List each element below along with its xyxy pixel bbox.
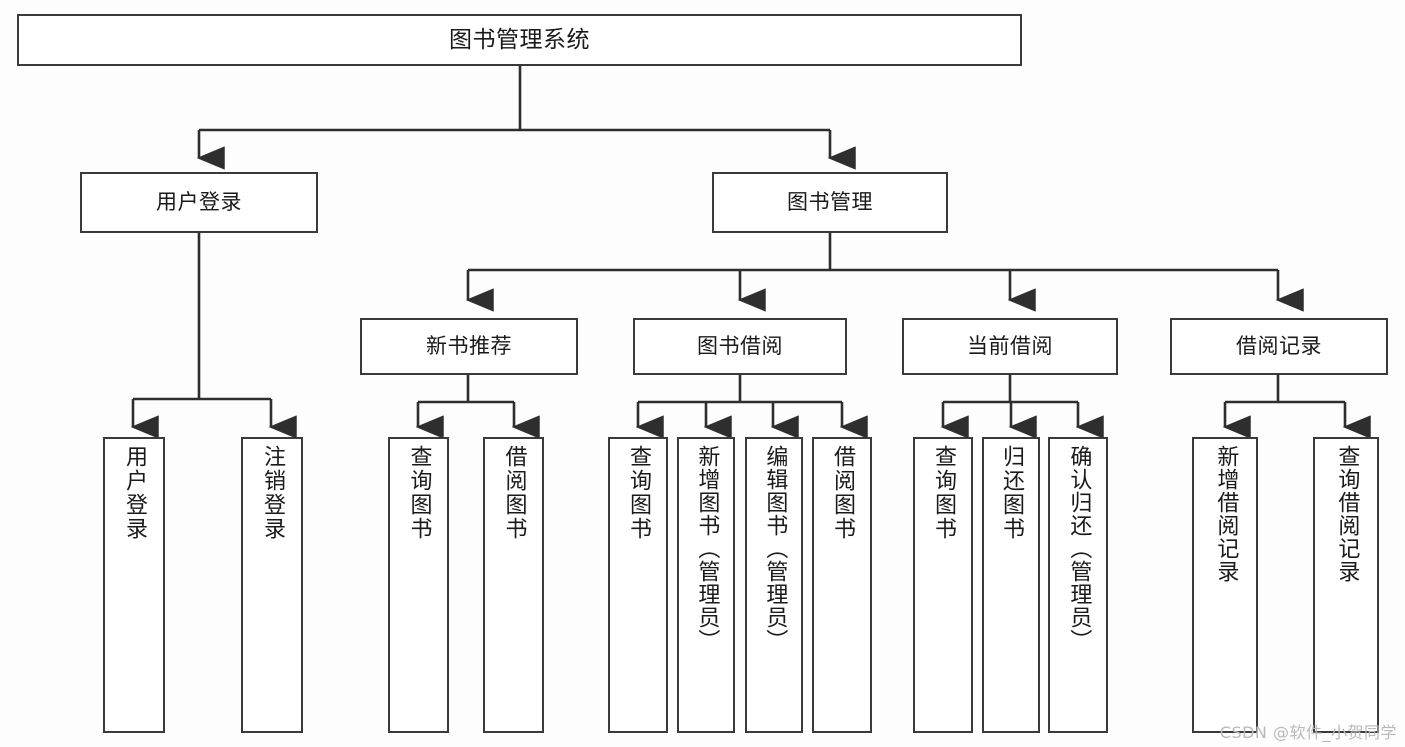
- node-label: 查询借阅记录: [1334, 445, 1360, 583]
- node-label: 查询图书: [625, 445, 651, 541]
- node-label: 新增借阅记录: [1213, 445, 1239, 583]
- leaf-return-book[interactable]: 归还图书: [982, 437, 1040, 733]
- watermark-text: CSDN @软件_小贺同学: [1219, 723, 1397, 742]
- node-label: 确认归还（管理员）: [1066, 445, 1092, 652]
- node-new-book-recommend[interactable]: 新书推荐: [360, 318, 578, 375]
- node-label: 归还图书: [998, 445, 1024, 541]
- node-label: 新书推荐: [426, 334, 512, 359]
- node-book-borrow[interactable]: 图书借阅: [633, 318, 847, 375]
- leaf-edit-book-admin[interactable]: 编辑图书（管理员）: [745, 437, 803, 733]
- leaf-query-book-borrow[interactable]: 查询图书: [608, 437, 668, 733]
- leaf-query-book-recommend[interactable]: 查询图书: [388, 437, 449, 733]
- leaf-borrow-book-recommend[interactable]: 借阅图书: [483, 437, 544, 733]
- node-current-borrow[interactable]: 当前借阅: [902, 318, 1118, 375]
- node-root-book-management-system[interactable]: 图书管理系统: [17, 14, 1022, 66]
- node-borrow-record[interactable]: 借阅记录: [1170, 318, 1388, 375]
- node-label: 查询图书: [930, 445, 956, 541]
- leaf-user-logout[interactable]: 注销登录: [241, 437, 303, 733]
- node-book-management[interactable]: 图书管理: [712, 172, 948, 233]
- leaf-confirm-return-admin[interactable]: 确认归还（管理员）: [1048, 437, 1108, 733]
- node-label: 图书管理: [787, 190, 873, 215]
- node-label: 当前借阅: [967, 334, 1053, 359]
- node-label: 图书借阅: [697, 334, 783, 359]
- node-user-login[interactable]: 用户登录: [80, 172, 318, 233]
- node-label: 注销登录: [259, 445, 285, 541]
- leaf-user-login[interactable]: 用户登录: [103, 437, 165, 733]
- leaf-query-borrow-record[interactable]: 查询借阅记录: [1313, 437, 1379, 733]
- leaf-add-book-admin[interactable]: 新增图书（管理员）: [677, 437, 735, 733]
- node-label: 图书管理系统: [449, 26, 590, 53]
- leaf-query-book-current[interactable]: 查询图书: [913, 437, 973, 733]
- node-label: 借阅记录: [1236, 334, 1322, 359]
- node-label: 新增图书（管理员）: [694, 445, 720, 652]
- node-label: 查询图书: [406, 445, 432, 541]
- node-label: 编辑图书（管理员）: [762, 445, 788, 652]
- node-label: 借阅图书: [829, 445, 855, 541]
- leaf-borrow-book-borrow[interactable]: 借阅图书: [812, 437, 872, 733]
- node-label: 借阅图书: [501, 445, 527, 541]
- node-label: 用户登录: [156, 190, 242, 215]
- leaf-add-borrow-record[interactable]: 新增借阅记录: [1192, 437, 1258, 733]
- node-label: 用户登录: [121, 445, 147, 541]
